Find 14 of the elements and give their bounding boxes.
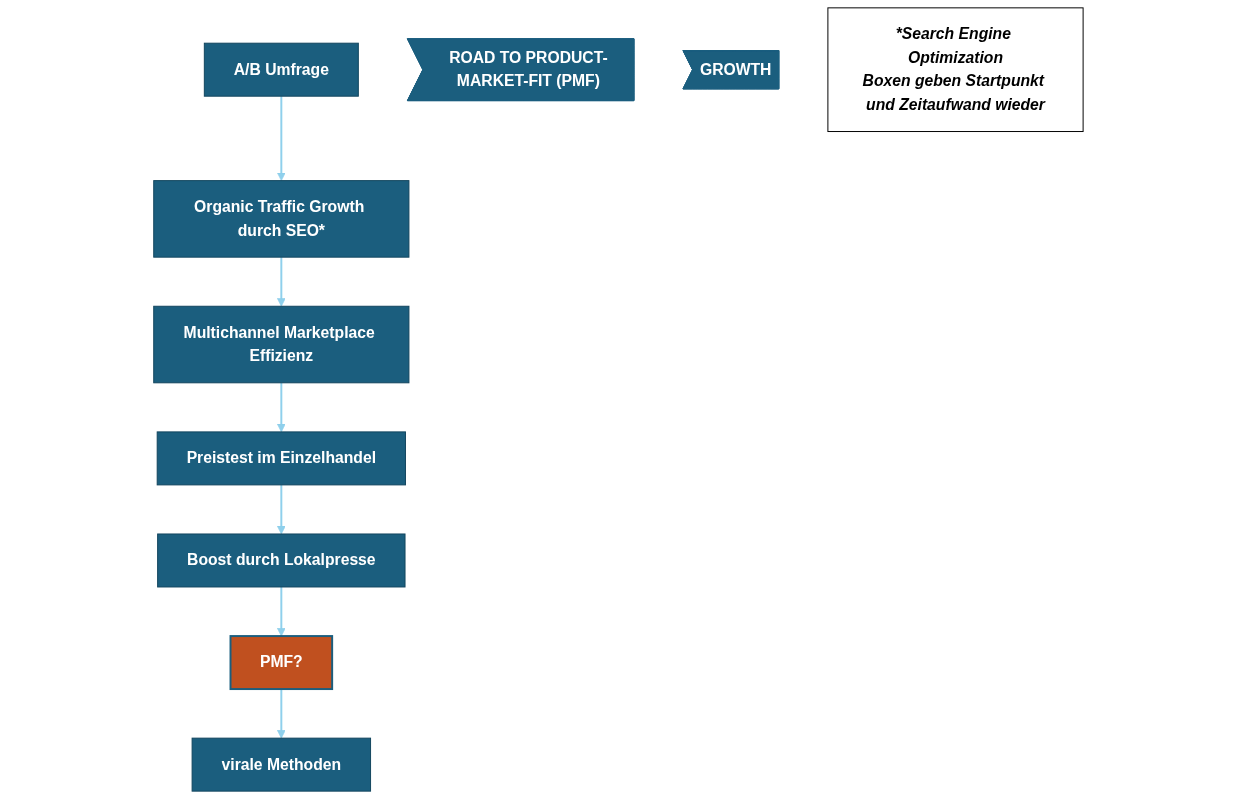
arrow <box>277 381 286 433</box>
node-box: Multichannel Marketplace Effizienz <box>153 305 410 384</box>
node-box: virale Methoden <box>191 737 372 792</box>
node-box: A/B Umfrage <box>203 42 359 97</box>
node-box: Preistest im Einzelhandel <box>156 431 407 486</box>
node-box: Boost durch Lokalpresse <box>157 533 406 588</box>
node-box: PMF? <box>229 635 334 691</box>
arrow <box>277 483 286 535</box>
node-box: *Search Engine Optimization Boxen geben Startpunkt und Zeitaufwand wieder <box>827 7 1084 132</box>
arrow <box>277 256 286 307</box>
node-box: Organic Traffic Growth durch SEO* <box>153 180 410 258</box>
arrow <box>277 586 286 637</box>
arrow <box>277 95 286 181</box>
arrow <box>277 688 286 739</box>
